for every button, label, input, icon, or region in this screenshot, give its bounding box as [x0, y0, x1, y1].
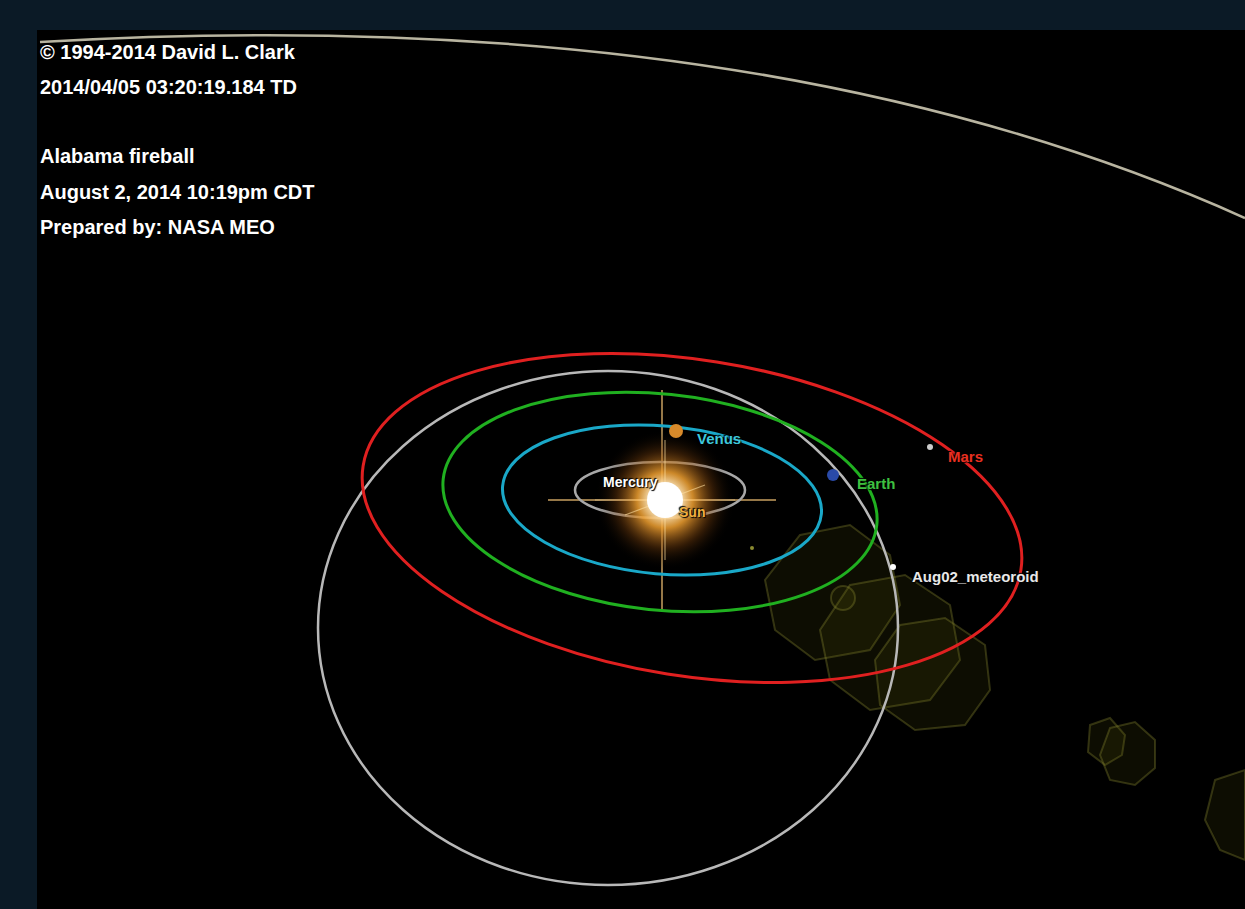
planet-label: Venus: [697, 430, 741, 447]
planet-label: Mercury: [603, 474, 657, 490]
venus-planet: [669, 424, 683, 438]
earth-orbit: [432, 372, 888, 632]
lens-flare: [765, 525, 1245, 860]
event-date: August 2, 2014 10:19pm CDT: [40, 181, 315, 204]
event-title: Alabama fireball: [40, 145, 195, 168]
credit-text: Prepared by: NASA MEO: [40, 216, 275, 239]
timestamp-text: 2014/04/05 03:20:19.184 TD: [40, 76, 297, 99]
mars-planet: [927, 444, 933, 450]
mars-orbit: [338, 310, 1045, 726]
meteoroid-orbit-outer: [40, 35, 1245, 218]
space-background: [37, 30, 1245, 909]
object-label: Aug02_meteoroid: [912, 568, 1039, 585]
meteoroid-dot: [890, 564, 896, 570]
earth-planet: [827, 469, 839, 481]
copyright-text: © 1994-2014 David L. Clark: [40, 41, 295, 64]
planet-label: Earth: [857, 475, 895, 492]
planet-label: Mars: [948, 448, 983, 465]
sun-rays: [595, 440, 735, 560]
venus-orbit: [496, 412, 828, 587]
sun-label: Sun: [679, 504, 705, 520]
meteoroid-orbit: [318, 371, 898, 885]
flare-dot: [750, 546, 754, 550]
sun-glow: [595, 430, 735, 570]
